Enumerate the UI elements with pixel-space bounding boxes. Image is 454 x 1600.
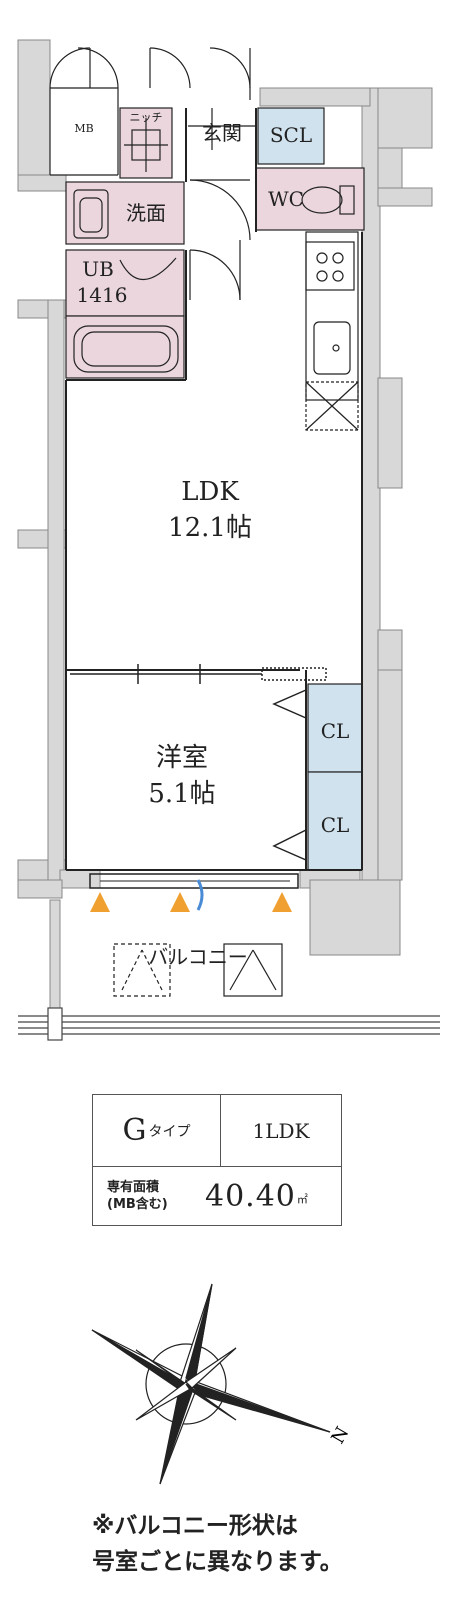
layout-cell: 1LDK: [221, 1095, 341, 1167]
scl-label: SCL: [270, 123, 312, 147]
ub-size-label: 1416: [77, 283, 128, 307]
unit-type-cell: G タイプ: [93, 1095, 221, 1167]
entry-arrows: [90, 892, 292, 912]
storage-areas: [257, 107, 363, 871]
niche-label: ニッチ: [130, 111, 163, 124]
closet-label-1: CL: [321, 719, 350, 743]
area-label-line2: (MB含む): [107, 1197, 168, 1212]
balcony-note: ※バルコニー形状は 号室ごとに異なります。: [92, 1508, 432, 1580]
closet-label-2: CL: [321, 813, 350, 837]
fixtures: [73, 118, 359, 431]
unit-type-suffix: タイプ: [148, 1123, 191, 1140]
area-label: 専有面積 (MB含む): [107, 1179, 197, 1213]
area-unit: ㎡: [296, 1193, 308, 1206]
western-room-area-label: 5.1帖: [148, 779, 215, 809]
walls: [17, 39, 433, 1031]
balcony: [113, 943, 283, 997]
area-cell: 専有面積 (MB含む) 40.40 ㎡: [93, 1167, 341, 1225]
balcony-rail: [18, 1007, 440, 1041]
floor-plan: MB ニッチ 玄関 SCL 洗面 WC UB 1416 LDK 12.1帖 洋室…: [17, 39, 440, 1041]
doors: [188, 108, 256, 301]
ub-area: [65, 249, 185, 317]
entrance-label: 玄関: [202, 121, 242, 145]
compass-rose: N: [91, 1283, 353, 1485]
area-label-line1: 専有面積: [107, 1180, 160, 1195]
note-line-2: 号室ごとに異なります。: [92, 1549, 343, 1575]
washroom-area: [65, 181, 185, 245]
arrow-3: [272, 892, 292, 912]
scl-area: [257, 107, 325, 165]
balcony-label: バルコニー: [148, 945, 248, 969]
north-label: N: [327, 1423, 353, 1447]
unit-type-letter: G: [122, 1113, 147, 1148]
ub-label: UB: [82, 257, 114, 281]
airflow-icon: [196, 879, 204, 911]
balcony-window: [89, 873, 299, 889]
area-value: 40.40: [205, 1178, 296, 1214]
spec-table: G タイプ 1LDK 専有面積 (MB含む) 40.40 ㎡: [92, 1094, 342, 1226]
cl1-area: [307, 683, 363, 773]
sliding-partition: [70, 664, 327, 684]
interior-walls: [65, 108, 363, 871]
ldk-area-label: 12.1帖: [168, 513, 252, 543]
note-line-1: ※バルコニー形状は: [92, 1513, 298, 1539]
compass-icon: [91, 1283, 331, 1485]
arrow-2: [170, 892, 190, 912]
bath-area: [65, 315, 185, 379]
washroom-label: 洗面: [126, 201, 166, 225]
mb-label: MB: [74, 122, 93, 135]
wc-area: [255, 167, 365, 231]
mb-room: [49, 47, 251, 176]
closet-doors: [272, 689, 307, 861]
cl2-area: [307, 771, 363, 871]
ldk-label: LDK: [181, 477, 239, 507]
western-room-label: 洋室: [156, 743, 208, 773]
arrow-1: [90, 892, 110, 912]
wc-label: WC: [268, 187, 304, 211]
